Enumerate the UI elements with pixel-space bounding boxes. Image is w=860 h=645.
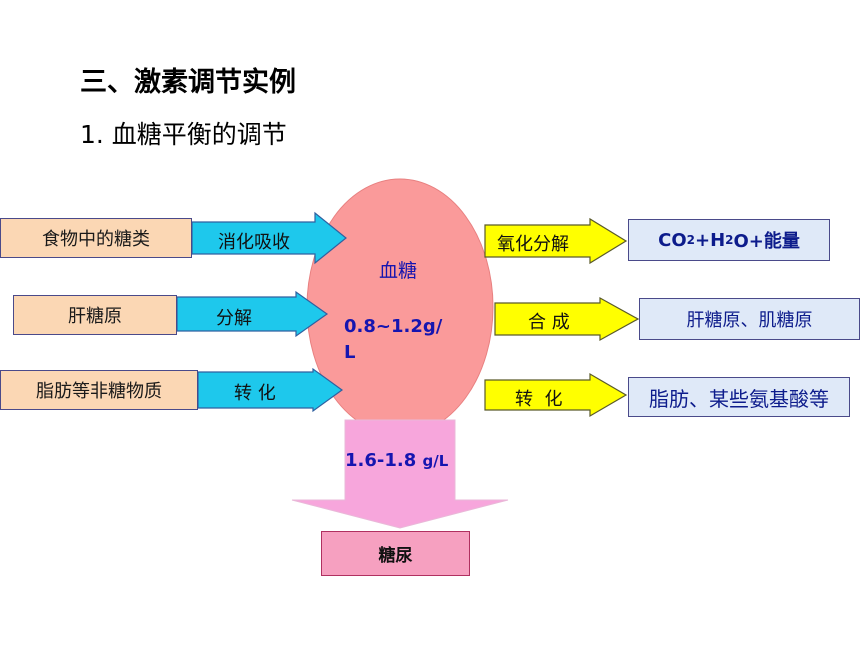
output-arrow-2	[494, 296, 640, 342]
arrow-label-convert-out: 转 化	[515, 389, 563, 410]
input-arrow-2	[176, 290, 329, 338]
co-text: CO	[658, 229, 687, 251]
down-arrow	[291, 419, 509, 529]
input-arrow-1	[191, 211, 347, 265]
threshold-unit: g/L	[422, 452, 449, 470]
arrow-label-synthesize: 合 成	[528, 312, 570, 333]
arrow-label-oxidize: 氧化分解	[497, 234, 569, 255]
kidney-threshold-label: 1.6-1.8 g/L	[345, 450, 448, 471]
arrow-label-digest-absorb: 消化吸收	[218, 232, 290, 253]
diabetes-urine-box: 糖尿	[321, 531, 470, 576]
output-arrow-1	[484, 217, 628, 265]
output-box-glycogen: 肝糖原、肌糖原	[639, 298, 860, 340]
co2-subscript: 2	[686, 233, 695, 247]
o-energy-text: O+能量	[733, 231, 800, 252]
blood-sugar-ellipse	[306, 178, 494, 436]
input-arrow-3	[197, 367, 344, 413]
source-box-non-sugar: 脂肪等非糖物质	[0, 370, 198, 410]
section-title: 三、激素调节实例	[80, 67, 296, 98]
output-arrow-3	[484, 372, 628, 418]
subsection-title: 1. 血糖平衡的调节	[80, 120, 287, 149]
blood-sugar-label: 血糖	[379, 260, 418, 282]
source-box-liver-glycogen: 肝糖原	[13, 295, 177, 335]
h2-subscript: 2	[725, 233, 734, 247]
normal-range-label: 0.8~1.2g/ L	[344, 316, 443, 363]
output-box-fat-amino-acids: 脂肪、某些氨基酸等	[628, 377, 850, 417]
threshold-value: 1.6-1.8	[345, 450, 417, 471]
source-box-food: 食物中的糖类	[0, 218, 192, 258]
arrow-label-decompose: 分解	[216, 308, 252, 329]
arrow-label-convert-in: 转 化	[234, 383, 276, 404]
h-text: +H	[694, 229, 726, 251]
